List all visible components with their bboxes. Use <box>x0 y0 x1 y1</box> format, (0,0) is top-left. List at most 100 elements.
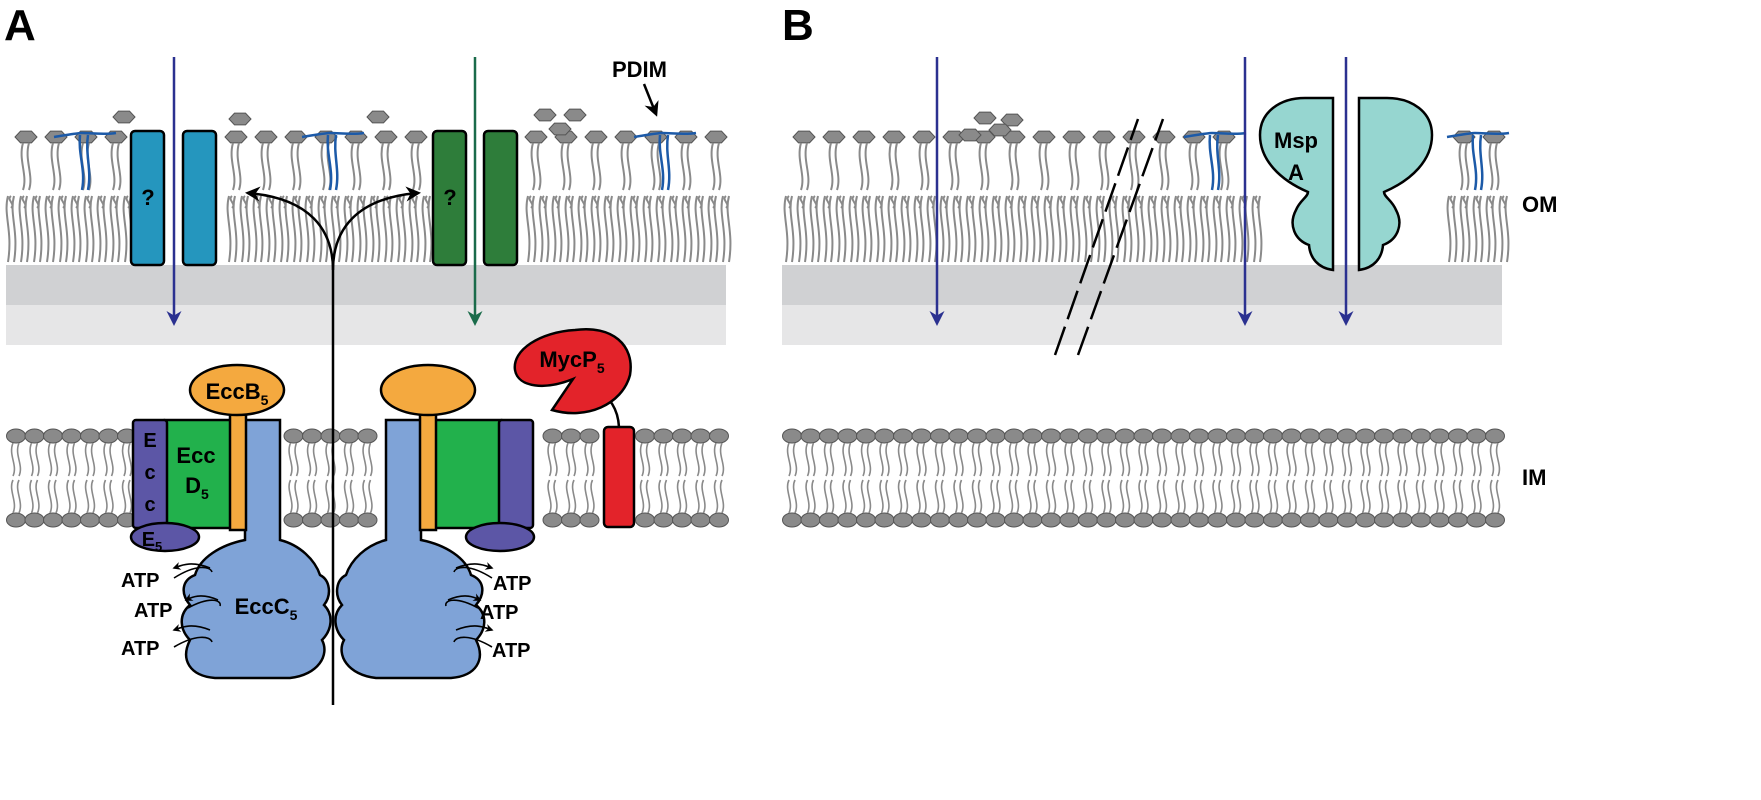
lipid-tail-cap <box>424 195 430 209</box>
im-headgroup-bottom <box>819 512 839 528</box>
im-headgroup-bottom <box>1170 512 1191 528</box>
im-tail-bottom <box>842 479 853 514</box>
mspa-label-line1: Msp <box>1274 128 1318 153</box>
im-headgroup-top <box>561 428 581 444</box>
lipid-headgroup <box>254 130 278 144</box>
secretion-path-right <box>331 186 421 271</box>
pdim-tail <box>658 134 671 191</box>
lipid-tail <box>1212 195 1224 263</box>
atp-arc-right-1a <box>453 566 493 579</box>
lipid-tail-cap <box>877 195 883 209</box>
im-headgroup-top <box>893 428 913 444</box>
atp-arc-right-3b <box>455 624 494 632</box>
im-headgroup-bottom <box>320 512 341 528</box>
lipid-tail-cap <box>1488 195 1494 209</box>
lipid-headgroup <box>1002 130 1026 144</box>
lipid-tail <box>642 195 654 263</box>
im-headgroup-bottom <box>782 512 802 528</box>
lipid-tail <box>1082 195 1094 263</box>
mycolic-tail <box>290 142 302 191</box>
im-headgroup-top <box>800 428 821 444</box>
im-tail-top <box>565 442 577 477</box>
im-tail-top <box>1212 442 1223 477</box>
eccb-head-left <box>188 363 286 417</box>
mycolic-tail <box>1488 142 1500 191</box>
im-tail-top <box>990 442 1001 477</box>
im-headgroup-bottom <box>302 512 322 528</box>
im-tail-bottom <box>584 479 595 514</box>
im-tail-bottom <box>1119 479 1131 514</box>
atp-arc-left-1a <box>173 566 213 579</box>
im-tail-top <box>786 442 798 477</box>
mycolic-tail <box>828 142 840 191</box>
lipid-tail <box>1485 195 1497 263</box>
im-tail-bottom <box>990 479 1001 514</box>
lipid-tail-cap <box>359 195 365 209</box>
lipid-tail-cap <box>1059 195 1065 209</box>
lipid-headgroup <box>404 130 428 144</box>
im-headgroup-top <box>819 428 839 444</box>
im-tail-top <box>1341 442 1353 477</box>
im-tail-bottom <box>805 479 816 514</box>
mycp-anchor <box>602 425 636 529</box>
im-headgroup-bottom <box>1392 512 1413 528</box>
lipid-tail <box>1251 195 1263 263</box>
im-headgroup-bottom <box>98 512 119 528</box>
im-headgroup-top <box>1485 428 1505 444</box>
im-tail-top <box>1027 442 1038 477</box>
lipid-headgroup <box>912 130 936 144</box>
im-tail-top <box>288 442 299 477</box>
lipid-tail <box>590 195 602 263</box>
lipid-tail <box>629 195 641 263</box>
im-tail-bottom <box>1286 479 1297 514</box>
im-tail-bottom <box>1230 479 1242 514</box>
lipid-tail <box>1069 195 1081 263</box>
im-headgroup-top <box>1318 428 1339 444</box>
mycolic-tail <box>1038 142 1050 191</box>
im-headgroup-bottom <box>985 512 1006 528</box>
lipid-tail-cap <box>710 195 716 209</box>
im-tail-bottom <box>1267 479 1279 514</box>
im-headgroup-top <box>98 428 119 444</box>
lipid-tail <box>796 195 808 263</box>
im-headgroup-bottom <box>893 512 913 528</box>
im-tail-top <box>860 442 872 477</box>
lipid-tail <box>239 195 251 263</box>
im-tail-top <box>1249 442 1260 477</box>
om-lipid-tails <box>5 195 732 263</box>
mycolic-tail <box>948 142 960 191</box>
lipid-tail <box>551 195 563 263</box>
atp-left-3: ATP <box>121 638 160 660</box>
im-headgroup-top <box>1300 428 1320 444</box>
lipid-tail-cap <box>864 195 870 209</box>
lipid-tail <box>1147 195 1159 263</box>
lipid-tail <box>265 195 277 263</box>
panel-a: A ? ? PDIM E <box>4 1 732 705</box>
pdim-tail <box>1471 134 1484 191</box>
im-headgroup-top <box>339 428 359 444</box>
im-tail-bottom <box>121 479 133 514</box>
ecce-foot-right <box>464 521 536 553</box>
lipid-headgroup <box>224 130 248 144</box>
mycolic-tail <box>650 142 662 191</box>
lipid-headgroup <box>852 130 876 144</box>
im-tail-top <box>1471 442 1482 477</box>
im-tail-top <box>343 442 355 477</box>
esx5-complex-right: ATP ATP ATP MycP5 <box>334 327 636 680</box>
panel-b: B Msp A OM IM <box>782 1 1557 528</box>
lipid-tail <box>861 195 873 263</box>
im-headgroup-top <box>320 428 341 444</box>
im-headgroup-top <box>1189 428 1209 444</box>
im-tail-top <box>1415 442 1427 477</box>
atp-arc-left-2b <box>184 593 219 601</box>
im-tail-top <box>1119 442 1131 477</box>
im-tail-top <box>121 442 133 477</box>
lipid-tail-cap <box>1137 195 1143 209</box>
im-headgroup-top <box>1429 428 1450 444</box>
im-headgroup-top <box>1059 428 1080 444</box>
im-tail-top <box>584 442 595 477</box>
im-headgroup-bottom <box>653 512 674 528</box>
im-headgroup-bottom <box>709 512 729 528</box>
lipid-tail-cap <box>281 195 287 209</box>
lipid-tail <box>5 195 17 263</box>
